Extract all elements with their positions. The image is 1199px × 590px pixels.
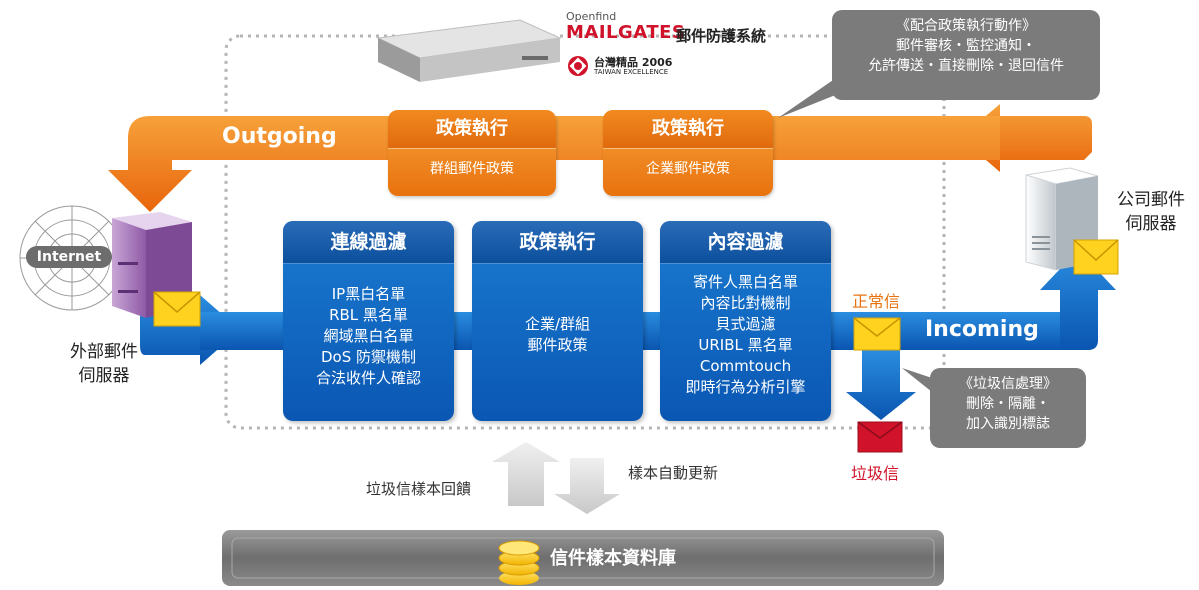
outgoing-policy-box-group: 政策執行 群組郵件政策: [388, 110, 556, 196]
outgoing-label: Outgoing: [222, 124, 337, 149]
content-filter-item: Commtouch: [699, 357, 792, 375]
external-server-label: 外部郵件 伺服器: [34, 340, 174, 388]
internet-badge: Internet: [26, 246, 112, 268]
system-boundary: [224, 34, 946, 430]
content-filter-title: 內容過濾: [660, 221, 831, 264]
spam-handling-bubble: 《垃圾信處理》 刪除・隔離・ 加入識別標誌: [930, 368, 1086, 448]
database-label: 信件樣本資料庫: [550, 548, 676, 569]
outgoing-policy-box-enterprise: 政策執行 企業郵件政策: [603, 110, 773, 196]
database-coins-icon: [498, 540, 540, 585]
outgoing-policy-title: 政策執行: [603, 110, 773, 149]
outgoing-flow: [108, 104, 1092, 212]
content-filter-item: 貝式過濾: [715, 315, 776, 333]
external-server-label-line1: 外部郵件: [70, 342, 138, 362]
brand-mailgates: MAILGATES: [566, 22, 686, 43]
policy-actions-line2: 允許傳送・直接刪除・退回信件: [868, 58, 1064, 74]
spam-feedback-label: 垃圾信樣本回饋: [366, 480, 472, 498]
incoming-policy-item: 郵件政策: [527, 336, 588, 354]
spam-handling-line1: 刪除・隔離・: [966, 396, 1050, 412]
policy-actions-title: 《配合政策執行動作》: [896, 18, 1036, 34]
content-filter-item: 寄件人黑白名單: [692, 273, 798, 291]
connection-filter-box: 連線過濾 IP黑白名單 RBL 黑名單 網域黑白名單 DoS 防禦機制 合法收件…: [283, 221, 454, 421]
envelope-icon-spam: [857, 421, 903, 453]
brand-product: 郵件防護系統: [676, 27, 767, 45]
content-filter-item: 內容比對機制: [700, 294, 791, 312]
policy-bubble-pointer: [778, 78, 848, 118]
incoming-policy-item: 企業/群組: [524, 315, 591, 333]
update-arrow-down: [554, 458, 620, 514]
brand-award-en: TAIWAN EXCELLENCE: [594, 68, 669, 76]
external-server-label-line2: 伺服器: [78, 366, 130, 386]
spam-bubble-pointer: [902, 368, 932, 392]
policy-actions-line1: 郵件審核・監控通知・: [896, 38, 1036, 54]
company-server-label: 公司郵件 伺服器: [1104, 188, 1198, 236]
connection-filter-item: RBL 黑名單: [329, 306, 408, 324]
connection-filter-item: 合法收件人確認: [315, 369, 421, 387]
envelope-icon-normal: [853, 317, 901, 351]
brand-openfind: Openfind: [566, 10, 617, 23]
company-server-label-line2: 伺服器: [1125, 214, 1177, 234]
incoming-label: Incoming: [925, 317, 1039, 342]
connection-filter-item: 網域黑白名單: [323, 327, 414, 345]
content-filter-item: URIBL 黑名單: [698, 336, 793, 354]
outgoing-policy-title: 政策執行: [388, 110, 556, 149]
incoming-policy-title: 政策執行: [472, 221, 643, 264]
spam-handling-title: 《垃圾信處理》: [959, 376, 1057, 392]
connection-filter-item: DoS 防禦機制: [320, 348, 417, 366]
content-filter-item: 即時行為分析引擎: [685, 378, 806, 396]
company-server-icon: [1025, 167, 1099, 271]
feedback-arrow-up: [492, 442, 560, 506]
envelope-icon-external: [153, 291, 201, 327]
normal-mail-label: 正常信: [852, 292, 901, 311]
outgoing-policy-sub: 企業郵件政策: [646, 161, 730, 177]
appliance-icon: [376, 19, 562, 82]
envelope-icon-company: [1073, 239, 1119, 275]
brand-award: 台灣精品 2006: [594, 56, 673, 69]
outgoing-policy-sub: 群組郵件政策: [430, 161, 514, 177]
content-filter-box: 內容過濾 寄件人黑白名單 內容比對機制 貝式過濾 URIBL 黑名單 Commt…: [660, 221, 831, 421]
connection-filter-title: 連線過濾: [283, 221, 454, 264]
spam-mail-label: 垃圾信: [851, 464, 900, 483]
database-bar: [222, 530, 944, 586]
sample-update-label: 樣本自動更新: [628, 464, 719, 482]
award-logo-icon: [568, 56, 588, 76]
spam-handling-line2: 加入識別標誌: [966, 416, 1050, 432]
connection-filter-item: IP黑白名單: [331, 285, 406, 303]
incoming-policy-box: 政策執行 企業/群組 郵件政策: [472, 221, 643, 421]
company-server-label-line1: 公司郵件: [1117, 190, 1185, 210]
policy-actions-bubble: 《配合政策執行動作》 郵件審核・監控通知・ 允許傳送・直接刪除・退回信件: [832, 10, 1100, 100]
